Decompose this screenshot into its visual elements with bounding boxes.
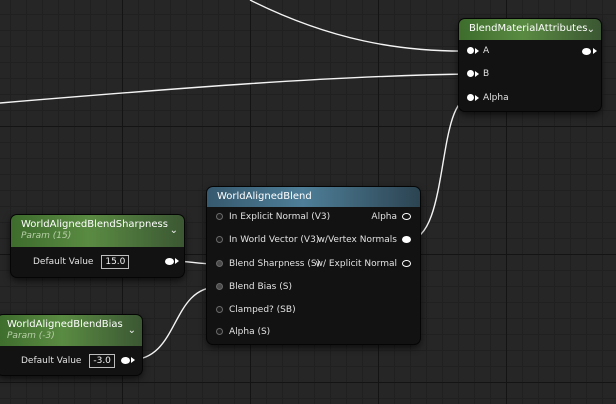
- output-pin-icon[interactable]: [165, 258, 174, 265]
- chevron-down-icon[interactable]: ⌄: [127, 324, 136, 336]
- pin-label-a: A: [483, 46, 490, 56]
- node-title: WorldAlignedBlendBias: [7, 319, 123, 330]
- output-row-vertex-normals[interactable]: w/Vertex Normals: [318, 232, 411, 248]
- pin-label: w/Vertex Normals: [317, 235, 397, 245]
- pin-label: Alpha (S): [229, 327, 271, 337]
- input-pin-icon[interactable]: [216, 283, 223, 290]
- input-pin-icon[interactable]: [216, 328, 223, 335]
- pin-label: Blend Sharpness (S): [229, 259, 321, 269]
- output-pin-icon[interactable]: [121, 357, 130, 364]
- default-value-row: Default Value 15.0: [33, 254, 130, 270]
- node-header[interactable]: WorldAlignedBlendBias Param (-3) ⌄: [0, 315, 142, 346]
- pin-label-alpha: Alpha: [483, 93, 509, 103]
- node-header[interactable]: WorldAlignedBlendSharpness Param (15) ⌄: [11, 215, 184, 247]
- pin-label: w/ Explicit Normal: [315, 259, 397, 269]
- wire-to-input-b: [0, 73, 471, 104]
- default-value-row: Default Value -3.0: [21, 353, 115, 369]
- input-pin-icon[interactable]: [216, 213, 223, 220]
- node-subtitle: Param (-3): [7, 331, 55, 341]
- input-pin-icon[interactable]: [467, 94, 474, 101]
- node-header[interactable]: BlendMaterialAttributes ⌄: [459, 19, 601, 40]
- world-aligned-blend-node[interactable]: WorldAlignedBlend In Explicit Normal (V3…: [207, 187, 420, 344]
- input-row-b[interactable]: B: [467, 66, 489, 82]
- default-value-label: Default Value: [33, 257, 94, 267]
- input-row-a[interactable]: A: [467, 43, 489, 59]
- pin-label: In Explicit Normal (V3): [229, 212, 331, 222]
- node-title: WorldAlignedBlendSharpness: [21, 219, 168, 230]
- pin-label: Blend Bias (S): [229, 282, 292, 292]
- node-header[interactable]: WorldAlignedBlend: [207, 187, 420, 207]
- input-arrow-icon: [475, 95, 479, 101]
- wire-bias-to-blend: [129, 286, 219, 361]
- input-pin-icon[interactable]: [216, 236, 223, 243]
- output-pin-icon[interactable]: [402, 213, 411, 220]
- input-row-alpha[interactable]: Alpha: [467, 90, 509, 106]
- chevron-down-icon[interactable]: ⌄: [586, 23, 595, 35]
- input-row-blend-bias[interactable]: Blend Bias (S): [216, 279, 292, 295]
- output-arrow-icon: [175, 258, 179, 264]
- default-value-label: Default Value: [21, 356, 82, 366]
- output-row-alpha[interactable]: Alpha: [371, 209, 411, 225]
- pin-label: Alpha: [371, 212, 397, 222]
- default-value-input[interactable]: -3.0: [89, 354, 115, 368]
- node-title: WorldAlignedBlend: [217, 191, 312, 202]
- node-subtitle: Param (15): [21, 231, 72, 241]
- node-title: BlendMaterialAttributes: [469, 23, 588, 34]
- input-row-alpha[interactable]: Alpha (S): [216, 324, 270, 340]
- output-pin-icon[interactable]: [402, 236, 411, 243]
- bias-param-node[interactable]: WorldAlignedBlendBias Param (-3) ⌄ Defau…: [0, 315, 142, 375]
- input-pin-icon[interactable]: [216, 260, 223, 267]
- pin-label-b: B: [483, 69, 490, 79]
- input-pin-icon[interactable]: [216, 306, 223, 313]
- input-pin-icon[interactable]: [467, 47, 474, 54]
- input-row-explicit-normal[interactable]: In Explicit Normal (V3): [216, 209, 330, 225]
- input-row-clamped[interactable]: Clamped? (SB): [216, 302, 296, 318]
- wire-to-input-a: [249, 0, 471, 52]
- sharpness-param-node[interactable]: WorldAlignedBlendSharpness Param (15) ⌄ …: [11, 215, 184, 277]
- output-pin-icon[interactable]: [402, 260, 411, 267]
- default-value-input[interactable]: 15.0: [101, 255, 130, 269]
- output-arrow-icon: [131, 357, 135, 363]
- blend-material-attributes-node[interactable]: BlendMaterialAttributes ⌄ A B Alpha: [459, 19, 601, 111]
- input-row-blend-sharpness[interactable]: Blend Sharpness (S): [216, 256, 320, 272]
- pin-label: In World Vector (V3): [229, 235, 320, 245]
- input-row-world-vector[interactable]: In World Vector (V3): [216, 232, 319, 248]
- output-row-explicit-normal[interactable]: w/ Explicit Normal: [316, 256, 411, 272]
- chevron-down-icon[interactable]: ⌄: [169, 225, 178, 236]
- input-pin-icon[interactable]: [467, 70, 474, 77]
- output-arrow-icon: [593, 48, 597, 54]
- output-pin-icon[interactable]: [582, 48, 591, 55]
- input-arrow-icon: [475, 48, 479, 54]
- input-arrow-icon: [475, 71, 479, 77]
- pin-label: Clamped? (SB): [229, 305, 296, 315]
